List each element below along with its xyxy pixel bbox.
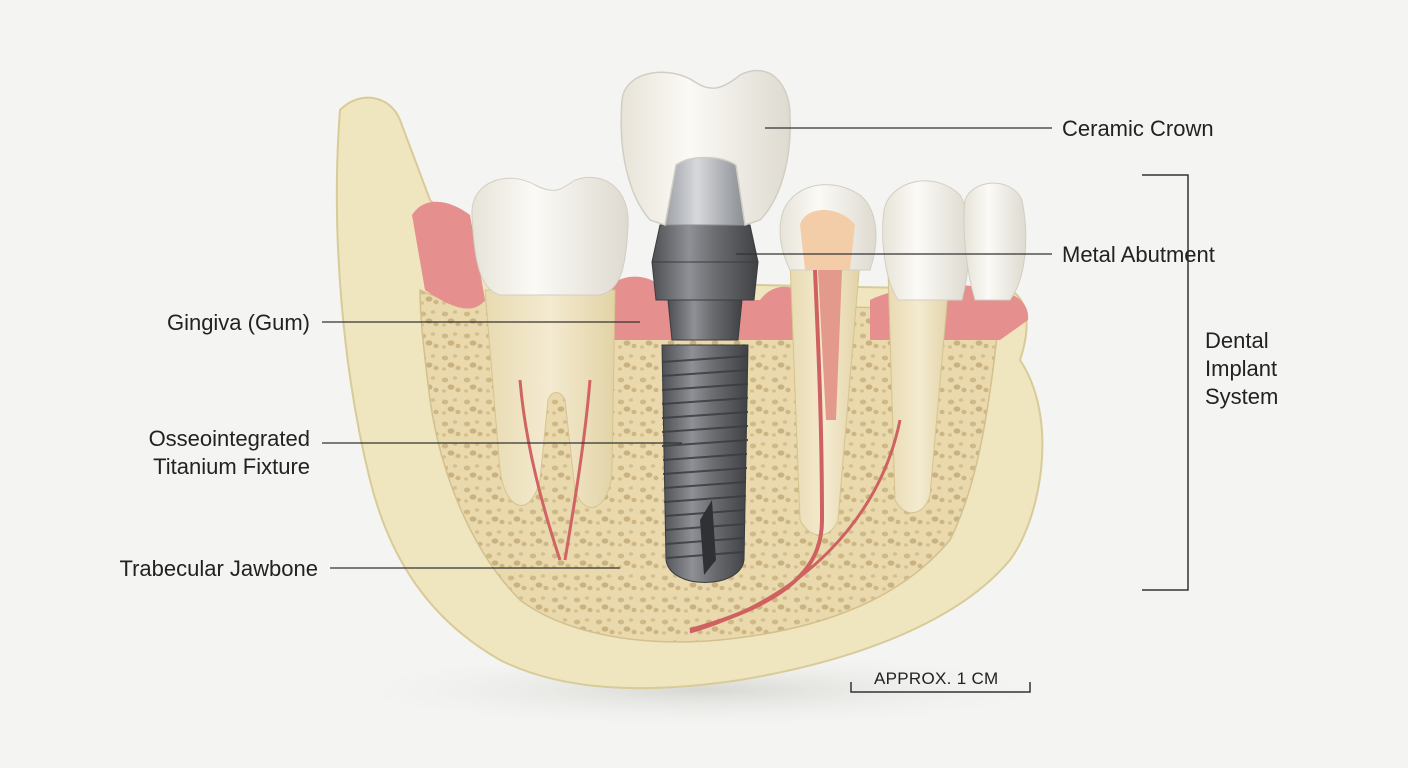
label-fixture-line1: Osseointegrated <box>149 425 310 453</box>
label-fixture: Osseointegrated Titanium Fixture <box>149 425 310 481</box>
label-metal-abutment: Metal Abutment <box>1062 241 1215 269</box>
label-fixture-line2: Titanium Fixture <box>149 453 310 481</box>
label-gingiva: Gingiva (Gum) <box>167 309 310 337</box>
label-trabecular-jawbone: Trabecular Jawbone <box>119 555 318 583</box>
system-bracket <box>1142 175 1188 590</box>
label-ceramic-crown: Ceramic Crown <box>1062 115 1214 143</box>
label-implant-system: Dental Implant System <box>1205 327 1278 411</box>
titanium-fixture <box>662 345 748 583</box>
label-system-line3: System <box>1205 383 1278 411</box>
abutment-cap <box>665 158 745 226</box>
label-system-line1: Dental <box>1205 327 1278 355</box>
label-system-line2: Implant <box>1205 355 1278 383</box>
label-scale: APPROX. 1 CM <box>874 665 999 693</box>
